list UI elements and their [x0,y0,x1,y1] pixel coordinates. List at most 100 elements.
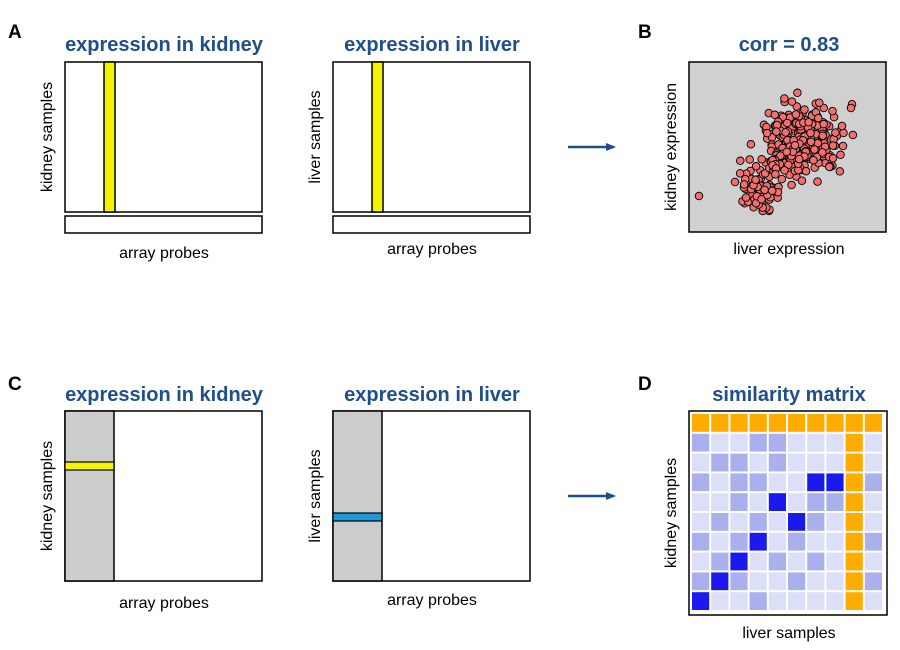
scatter-point [806,137,816,147]
scatter-point [828,154,838,163]
matrix-cell [749,433,767,452]
panel-c: C expression in kidney array probes kidn… [8,374,616,612]
panel-a-kidney-title: expression in kidney [65,34,264,56]
matrix-cell [692,552,710,571]
scatter-point [837,121,847,131]
matrix-cell [711,453,729,472]
matrix-cell [845,473,863,492]
matrix-cell [711,473,729,492]
matrix-cell [845,552,863,571]
panel-c-liver-ylabel: liver samples [307,449,324,542]
panel-a-liver-xlabel: array probes [387,241,477,258]
matrix-cell [807,473,825,492]
panel-a-kidney-xlabel: array probes [119,245,209,262]
kidney-sample-highlight [64,461,115,471]
matrix-cell [711,552,729,571]
panel-c-kidney-ylabel: kidney samples [39,441,56,551]
panel-c-liver-matrix: expression in liver array probes liver s… [307,384,531,609]
scatter-point [751,162,761,171]
matrix-cell [788,414,806,432]
matrix-cell [826,433,844,452]
matrix-cell [788,433,806,452]
matrix-cell [807,493,825,511]
scatter-point [828,141,838,150]
scatter-point [746,140,756,149]
kidney-probe-column [64,410,115,582]
matrix-cell [826,572,844,591]
scatter-point [825,162,834,172]
scatter-point [848,130,858,140]
liver-probe-strip [332,215,531,234]
liver-probe-highlight [371,61,384,213]
scatter-point [782,118,792,128]
panel-letter-d: D [638,374,652,395]
scatter-point [815,98,824,107]
kidney-probe-strip [64,215,263,234]
scatter-point [782,147,791,157]
matrix-cell [864,433,882,452]
scatter-point [771,169,780,179]
matrix-cell [788,532,806,551]
panel-b: B corr = 0.83 liver expression kidney ex… [638,22,887,258]
scatter-point [694,191,704,201]
matrix-cell [749,572,767,591]
scatter-point [814,113,823,123]
matrix-cell [826,473,844,492]
panel-d: D similarity matrix liver samples kidney… [638,374,888,642]
matrix-cell [864,513,882,531]
scatter-point [787,180,796,190]
panel-d-title: similarity matrix [712,384,865,406]
matrix-cell [749,513,767,531]
matrix-cell [807,592,825,610]
matrix-cell [807,513,825,531]
matrix-cell [730,572,748,591]
liver-sample-highlight [332,512,383,522]
matrix-cell [826,453,844,472]
scatter-point [793,88,802,98]
matrix-cell [711,414,729,432]
scatter-point [818,131,828,141]
matrix-cell [692,572,710,591]
matrix-cell [807,532,825,551]
scatter-point [836,150,845,160]
panel-c-kidney-matrix: expression in kidney array probes kidney… [39,384,264,612]
matrix-cell [807,453,825,472]
scatter-point [757,155,766,164]
kidney-probe-highlight [103,61,116,213]
scatter-point [735,169,745,178]
matrix-cell [768,532,786,551]
scatter-point [739,180,749,189]
matrix-cell [749,532,767,551]
panel-c-liver-xlabel: array probes [387,592,477,609]
matrix-cell [845,414,863,432]
scatter-point [736,156,745,166]
panel-d-xlabel: liver samples [742,625,835,642]
scatter-point [839,128,848,138]
matrix-cell [864,473,882,492]
matrix-cell [768,572,786,591]
scatter-point [780,94,789,103]
scatter-point [776,151,785,160]
matrix-cell [749,473,767,492]
matrix-cell [807,433,825,452]
matrix-cell [768,414,786,432]
matrix-cell [768,473,786,492]
panel-c-kidney-xlabel: array probes [119,595,209,612]
matrix-cell [730,513,748,531]
scatter-point [741,193,751,202]
matrix-cell [749,592,767,610]
matrix-cell [692,414,710,432]
matrix-cell [845,513,863,531]
matrix-cell [711,493,729,511]
scatter-point [760,185,769,195]
matrix-cell [807,414,825,432]
matrix-cell [692,513,710,531]
matrix-cell [768,453,786,472]
matrix-cell [845,453,863,472]
matrix-cell [864,414,882,432]
scatter-point [797,176,807,185]
matrix-cell [826,592,844,610]
scatter-point [730,177,740,187]
similarity-matrix-cells [692,414,882,610]
